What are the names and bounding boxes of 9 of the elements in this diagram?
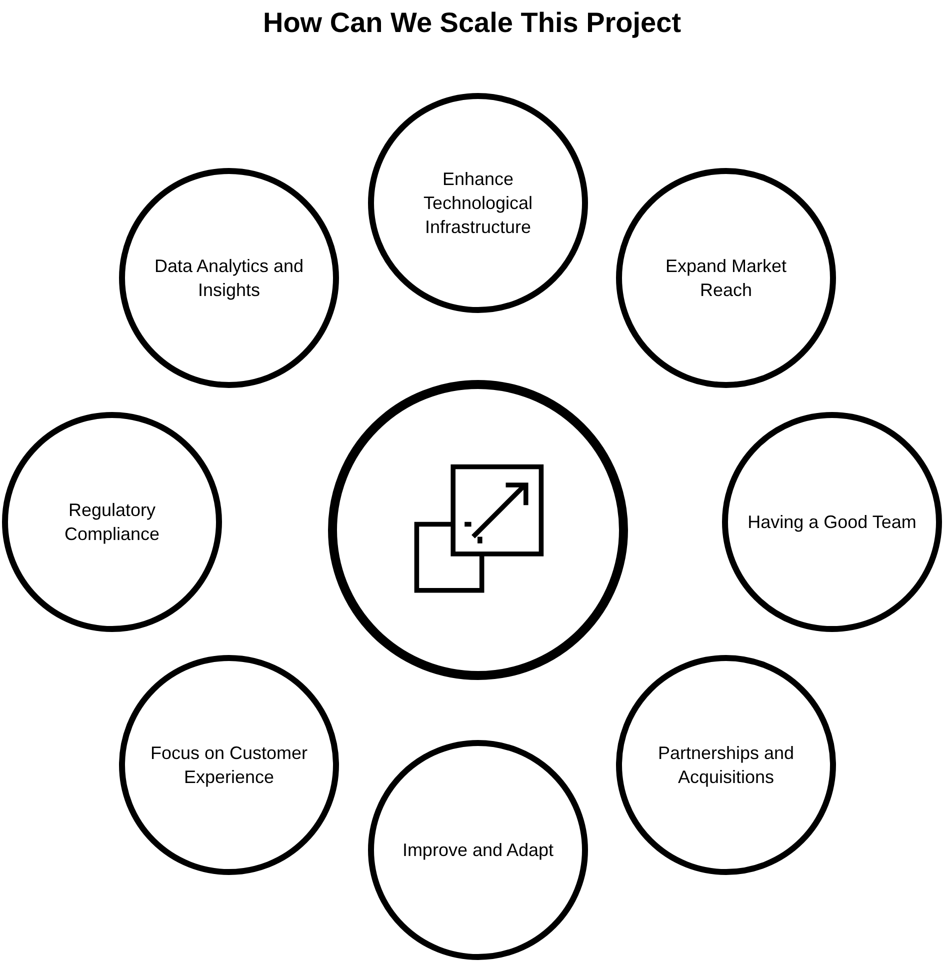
topic-label: Data Analytics and Insights [153, 255, 305, 302]
topic-label: Partnerships and Acquisitions [656, 742, 796, 789]
topic-label: Expand Market Reach [664, 255, 788, 302]
topic-label: Having a Good Team [746, 511, 918, 534]
topic-label: Enhance Technological Infrastructure [422, 168, 534, 239]
topic-label: Focus on Customer Experience [149, 742, 309, 789]
title: How Can We Scale This Project [262, 6, 682, 40]
topic-label: Improve and Adapt [401, 839, 555, 862]
topic-label: Regulatory Compliance [63, 499, 161, 546]
